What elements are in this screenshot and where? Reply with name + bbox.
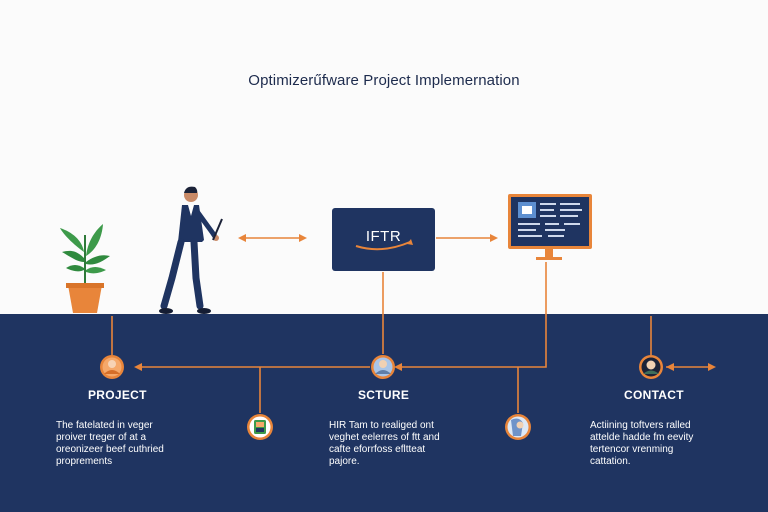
arrowhead-scture bbox=[394, 363, 402, 371]
section-text-project: The fatelated in veger proiver treger of… bbox=[56, 420, 164, 467]
avatar-contact bbox=[639, 355, 663, 379]
center-process-box: IFTR bbox=[332, 208, 435, 271]
center-box-label: IFTR bbox=[365, 228, 402, 245]
arrowhead-left bbox=[238, 234, 246, 242]
avatar-scture bbox=[371, 355, 395, 379]
monitor-icon bbox=[508, 194, 592, 260]
bottom-panel bbox=[0, 314, 768, 512]
section-heading-scture: SCTURE bbox=[358, 388, 410, 402]
section-heading-contact: CONTACT bbox=[624, 388, 684, 402]
swoosh-icon bbox=[355, 239, 413, 251]
arrowhead-monitor bbox=[490, 234, 498, 242]
avatar-branch bbox=[505, 414, 531, 440]
arrowhead-right bbox=[299, 234, 307, 242]
arrowhead-contact-left bbox=[666, 363, 674, 371]
section-heading-project: PROJECT bbox=[88, 388, 147, 402]
section-text-scture: HIR Tam to realiged ont veghet eelerres … bbox=[329, 420, 440, 467]
diagram-title: Optimizerűfware Project Implemernation bbox=[248, 72, 520, 89]
avatar-project bbox=[100, 355, 124, 379]
section-text-contact: Actiining toftvers ralled attelde hadde … bbox=[590, 420, 694, 467]
businessman-figure bbox=[159, 186, 223, 314]
arrowhead-project bbox=[134, 363, 142, 371]
arrowhead-contact-right bbox=[708, 363, 716, 371]
phone-icon bbox=[247, 414, 273, 440]
plant-icon bbox=[60, 224, 110, 313]
connector-monitor-to-scture bbox=[396, 262, 547, 368]
